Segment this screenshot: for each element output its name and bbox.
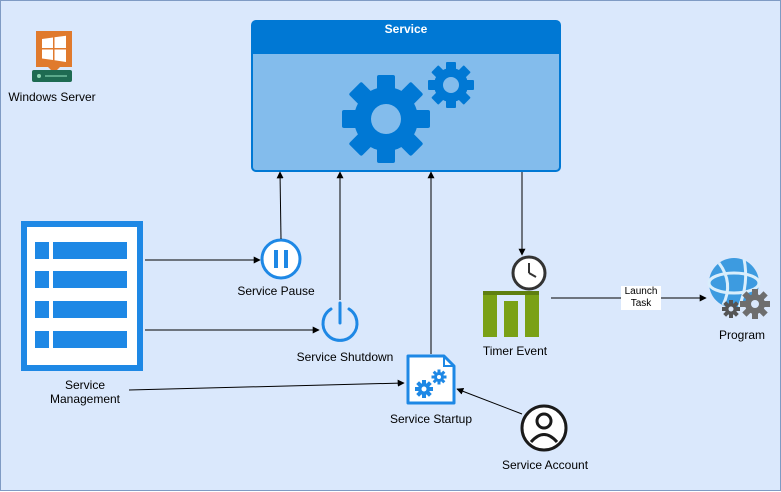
windows-server-label: Windows Server [8,90,96,104]
service-startup-icon [406,354,456,405]
service-title: Service [384,22,428,36]
service-startup-label: Service Startup [389,412,473,426]
pause-icon [260,238,302,280]
service-pause-label: Service Pause [237,284,315,298]
service-account-label: Service Account [501,458,589,472]
windows-server-icon [32,31,72,82]
service-management-label: Service Management [49,378,121,406]
program-label: Program [718,328,766,342]
edge-account-to-startup [456,387,523,415]
service-container [251,20,561,172]
timer-event-label: Timer Event [482,344,548,358]
user-icon [520,404,568,452]
large-gear-icon [342,75,430,163]
power-icon [321,301,359,342]
edge-management-to-startup [128,379,405,391]
edge-pause-to-service [276,171,284,240]
timer-event-icon [483,255,547,337]
launch-task-edge-label: Launch Task [621,286,661,310]
service-management-icon [21,221,143,371]
service-shutdown-label: Service Shutdown [296,350,394,364]
program-icon [707,258,770,319]
small-gear-icon [428,62,474,108]
